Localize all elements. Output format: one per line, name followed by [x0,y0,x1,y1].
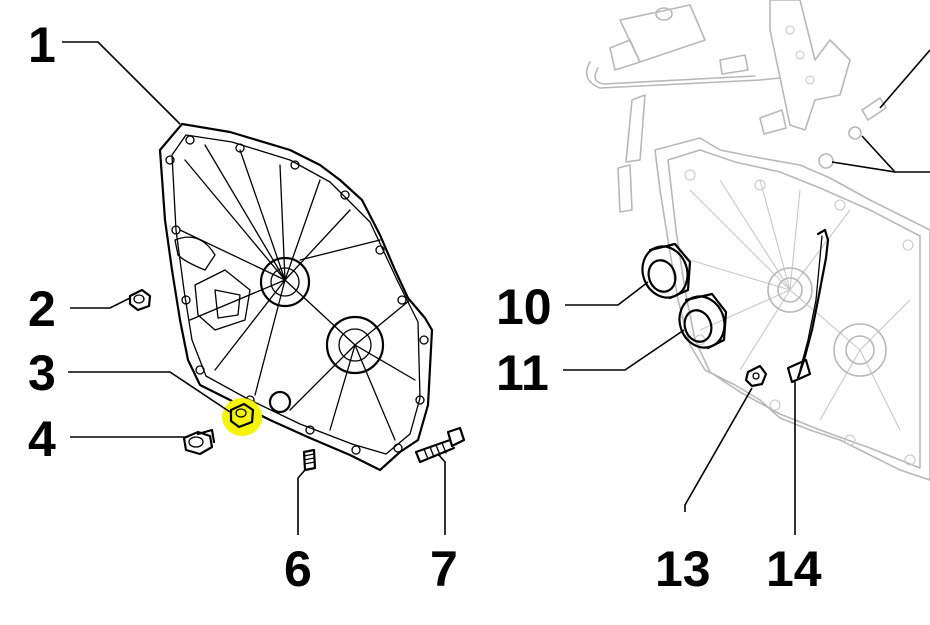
plug-bolt-part-4 [182,428,216,456]
leader-line-top-right-a [879,49,930,109]
bushing-part-3 [222,398,262,436]
cover-plate-part [158,122,434,472]
callout-6: 6 [284,541,312,597]
leader-line-1 [62,41,181,125]
leader-line-2 [70,297,131,309]
leader-line-13 [684,387,753,512]
oil-seal-part-11 [678,292,728,350]
leader-line-10 [565,281,649,306]
stud-part-6 [302,448,317,472]
oil-seal-part-10 [641,242,692,300]
leader-line-top-right-c [831,161,896,173]
callouts: 1 2 3 4 6 7 10 11 13 14 [28,17,822,597]
callout-3: 3 [28,345,56,401]
callout-1: 1 [28,17,56,73]
leader-line-3 [68,371,231,413]
callout-2: 2 [28,281,56,337]
bolt-part-7 [414,426,466,464]
leader-line-top-right-b [861,135,930,173]
callout-10: 10 [496,279,552,335]
callout-11: 11 [496,345,549,401]
callout-13: 13 [655,541,711,597]
leader-line-6 [297,469,306,535]
leader-line-7 [437,453,446,535]
ghost-assembly [585,0,930,481]
rod-part-14 [786,228,830,384]
callout-14: 14 [766,541,822,597]
callout-4: 4 [28,411,56,467]
leader-lines [62,41,930,535]
leader-line-11 [563,329,685,371]
nut-part-2 [128,288,152,312]
callout-7: 7 [430,541,458,597]
screw-part-13 [744,364,768,388]
